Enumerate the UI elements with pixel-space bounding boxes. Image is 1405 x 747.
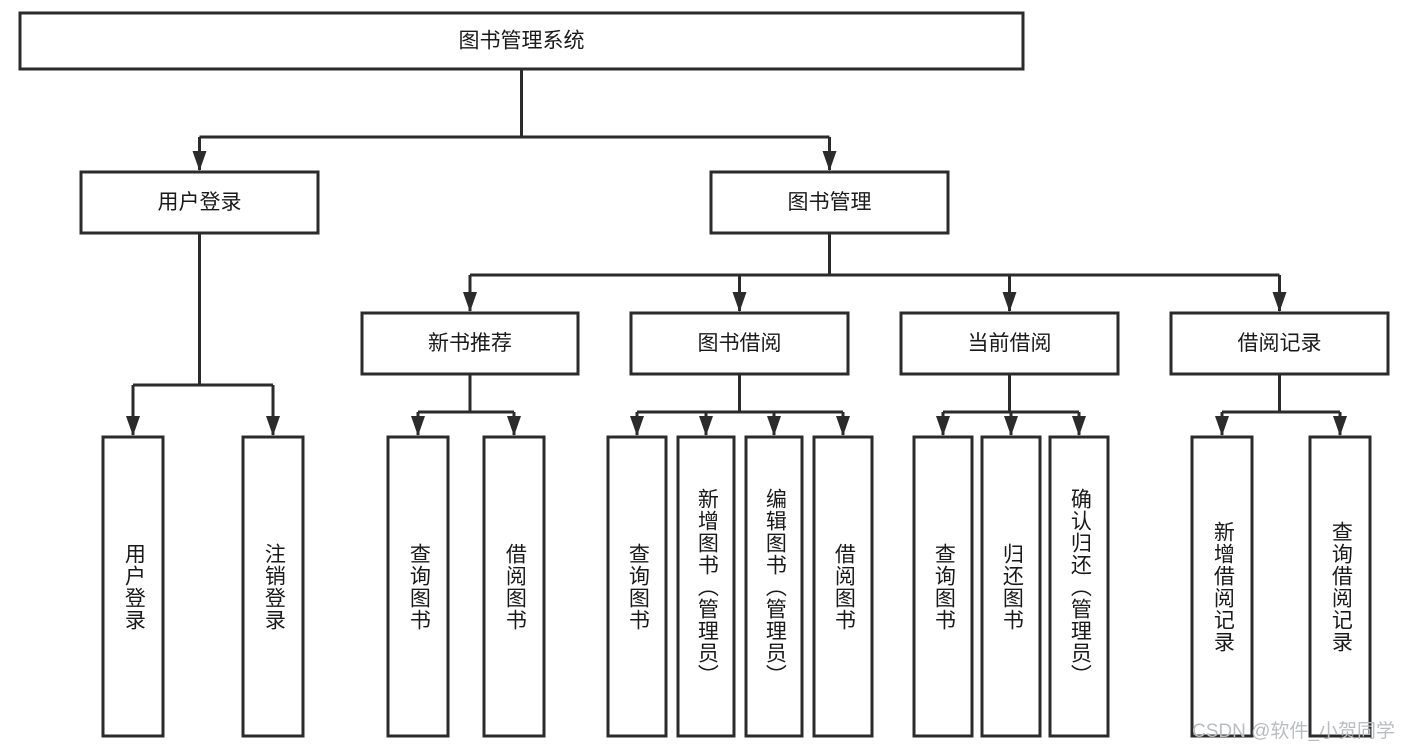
arrow-head-icon: [630, 416, 644, 436]
node-leaf-7: [812, 435, 874, 738]
node-level2-1: [629, 311, 850, 376]
node-leaf-2: [386, 435, 450, 738]
arrow-head-icon: [1004, 416, 1018, 436]
arrow-head-icon: [192, 151, 207, 171]
node-leaf-1: [241, 435, 305, 738]
arrow-head-icon: [1072, 416, 1086, 436]
arrow-head-icon: [836, 416, 850, 436]
node-leaf-4: [606, 435, 668, 738]
node-leaf-8: [912, 435, 974, 738]
node-level2-2: [899, 311, 1120, 376]
arrow-head-icon: [822, 151, 837, 171]
arrow-head-icon: [767, 416, 781, 436]
node-root-label: 图书管理系统: [459, 30, 585, 53]
node-level2-label-2: 当前借阅: [968, 332, 1052, 355]
arrow-head-icon: [126, 416, 140, 436]
node-leaf-12: [1308, 435, 1372, 738]
arrow-head-icon: [266, 416, 280, 436]
node-leaf-5: [676, 435, 736, 738]
arrow-head-icon: [936, 416, 950, 436]
node-level2-label-0: 新书推荐: [428, 332, 512, 355]
arrow-head-icon: [1002, 292, 1017, 312]
node-level1-label-1: 图书管理: [788, 191, 872, 214]
node-level2-0: [360, 311, 580, 376]
watermark-text: CSDN @软件_小贺同学: [1192, 721, 1395, 742]
arrow-head-icon: [1272, 292, 1287, 312]
node-leaf-11: [1190, 435, 1254, 738]
arrow-head-icon: [507, 416, 521, 436]
arrow-head-icon: [699, 416, 713, 436]
node-level2-3: [1169, 311, 1390, 376]
arrow-head-icon: [1215, 416, 1229, 436]
connector-layer: [126, 69, 1347, 436]
node-level2-label-3: 借阅记录: [1238, 332, 1322, 355]
arrow-head-icon: [732, 292, 747, 312]
node-level1-1: [709, 170, 950, 235]
node-root: [18, 11, 1025, 71]
arrow-head-icon: [1333, 416, 1347, 436]
node-leaf-10: [1048, 435, 1110, 738]
node-level1-0: [79, 170, 320, 235]
node-level2-label-1: 图书借阅: [698, 332, 782, 355]
node-leaf-3: [482, 435, 546, 738]
node-leaf-6: [744, 435, 804, 738]
arrow-head-icon: [463, 292, 477, 312]
arrow-head-icon: [411, 416, 425, 436]
node-level1-label-0: 用户登录: [158, 191, 242, 214]
node-leaf-0: [101, 435, 165, 738]
node-leaf-9: [980, 435, 1042, 738]
node-box-layer: [18, 11, 1390, 738]
